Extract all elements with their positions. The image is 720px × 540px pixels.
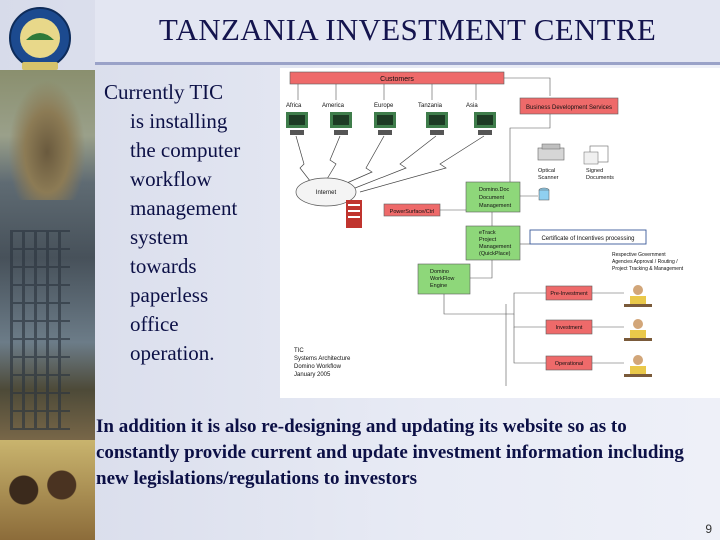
left-text-line: is installing: [130, 109, 228, 133]
slide-title: TANZANIA INVESTMENT CENTRE: [158, 12, 657, 47]
region-label: Europe: [374, 103, 394, 109]
stage-label: Investment: [556, 325, 583, 331]
computer-icon: [374, 112, 396, 135]
person-at-desk-icon: [624, 355, 652, 377]
computer-icon: [426, 112, 448, 135]
project-management-box: [465, 225, 521, 261]
wildlife-photo: [8, 80, 86, 200]
tic-logo: [9, 7, 71, 70]
business-dev-label: Business Development Services: [526, 105, 612, 111]
roles-label: Project Tracking & Management: [612, 266, 684, 272]
documents-icon: [583, 145, 609, 165]
database-icon: [538, 187, 550, 201]
stage-label: Pre-Investment: [550, 291, 588, 297]
internet-label: Internet: [316, 190, 337, 196]
scanner-icon: [537, 143, 565, 161]
computer-icon: [474, 112, 496, 135]
left-text-line: paperless: [130, 283, 209, 307]
bottom-paragraph: In addition it is also re-designing and …: [96, 416, 684, 489]
left-text-line: office: [130, 312, 179, 336]
left-text-line: Currently TIC: [104, 80, 224, 104]
diagram-footer-label: Systems Architecture: [294, 356, 351, 362]
page-number: 9: [705, 522, 712, 536]
certificate-box: [529, 229, 647, 245]
region-label: Africa: [286, 103, 302, 109]
document-management-box: [465, 181, 521, 213]
certificate-label: Certificate of Incentives processing: [541, 236, 634, 242]
left-text-block: Currently TIC is installing the computer…: [104, 78, 274, 368]
project-management-label: (QuickPlace): [479, 251, 511, 257]
workers-photo: [0, 440, 95, 540]
left-text-line: towards: [130, 254, 197, 278]
document-management-label: Management: [479, 203, 512, 209]
region-label: America: [322, 103, 345, 109]
roles-label: Agencies Approval / Routing /: [612, 259, 678, 265]
stage-label: Operational: [555, 361, 583, 367]
region-label: Tanzania: [418, 103, 443, 109]
person-at-desk-icon: [624, 319, 652, 341]
optical-scanner-label: Scanner: [538, 175, 559, 181]
optical-scanner-label: Optical: [538, 168, 555, 174]
project-management-label: Project: [479, 237, 497, 243]
signed-documents-label: Documents: [586, 175, 614, 181]
mining-tower-photo: [10, 230, 70, 430]
left-text-line: management: [130, 196, 238, 220]
document-management-label: Domino.Doc: [479, 187, 510, 193]
architecture-svg: Customers Africa America Europe Tanzania…: [286, 71, 684, 386]
workflow-engine-label: WorkFlow: [430, 276, 454, 282]
diagram-footer-label: January 2005: [294, 372, 331, 378]
architecture-diagram: Customers Africa America Europe Tanzania…: [280, 68, 720, 398]
region-label: Asia: [466, 103, 478, 109]
title-bar: TANZANIA INVESTMENT CENTRE: [95, 0, 720, 65]
diagram-footer-label: Domino Workflow: [294, 364, 342, 370]
left-text-line: workflow: [130, 167, 212, 191]
left-text-line: the computer: [130, 138, 241, 162]
computer-icon: [330, 112, 352, 135]
roles-label: Respective Government: [612, 252, 666, 258]
left-text-line: system: [130, 225, 189, 249]
internet-cloud-icon: [295, 177, 357, 207]
project-management-label: Management: [479, 244, 512, 250]
photo-collage: [0, 70, 95, 540]
diagram-footer-label: TIC: [294, 348, 304, 354]
signed-documents-label: Signed: [586, 168, 603, 174]
person-at-desk-icon: [624, 285, 652, 307]
customers-label: Customers: [380, 76, 414, 83]
computer-icon: [286, 112, 308, 135]
workflow-engine-box: [417, 263, 471, 295]
firewall-server-icon: [346, 200, 362, 228]
workflow-engine-label: Domino: [430, 269, 449, 275]
business-dev-box: [519, 97, 619, 115]
left-text-line: operation.: [130, 341, 215, 365]
project-management-label: eTrack: [479, 230, 496, 236]
document-management-label: Document: [479, 195, 505, 201]
firewall-label: PowerSurface/Ctrl: [390, 209, 435, 215]
workflow-engine-label: Engine: [430, 283, 447, 289]
